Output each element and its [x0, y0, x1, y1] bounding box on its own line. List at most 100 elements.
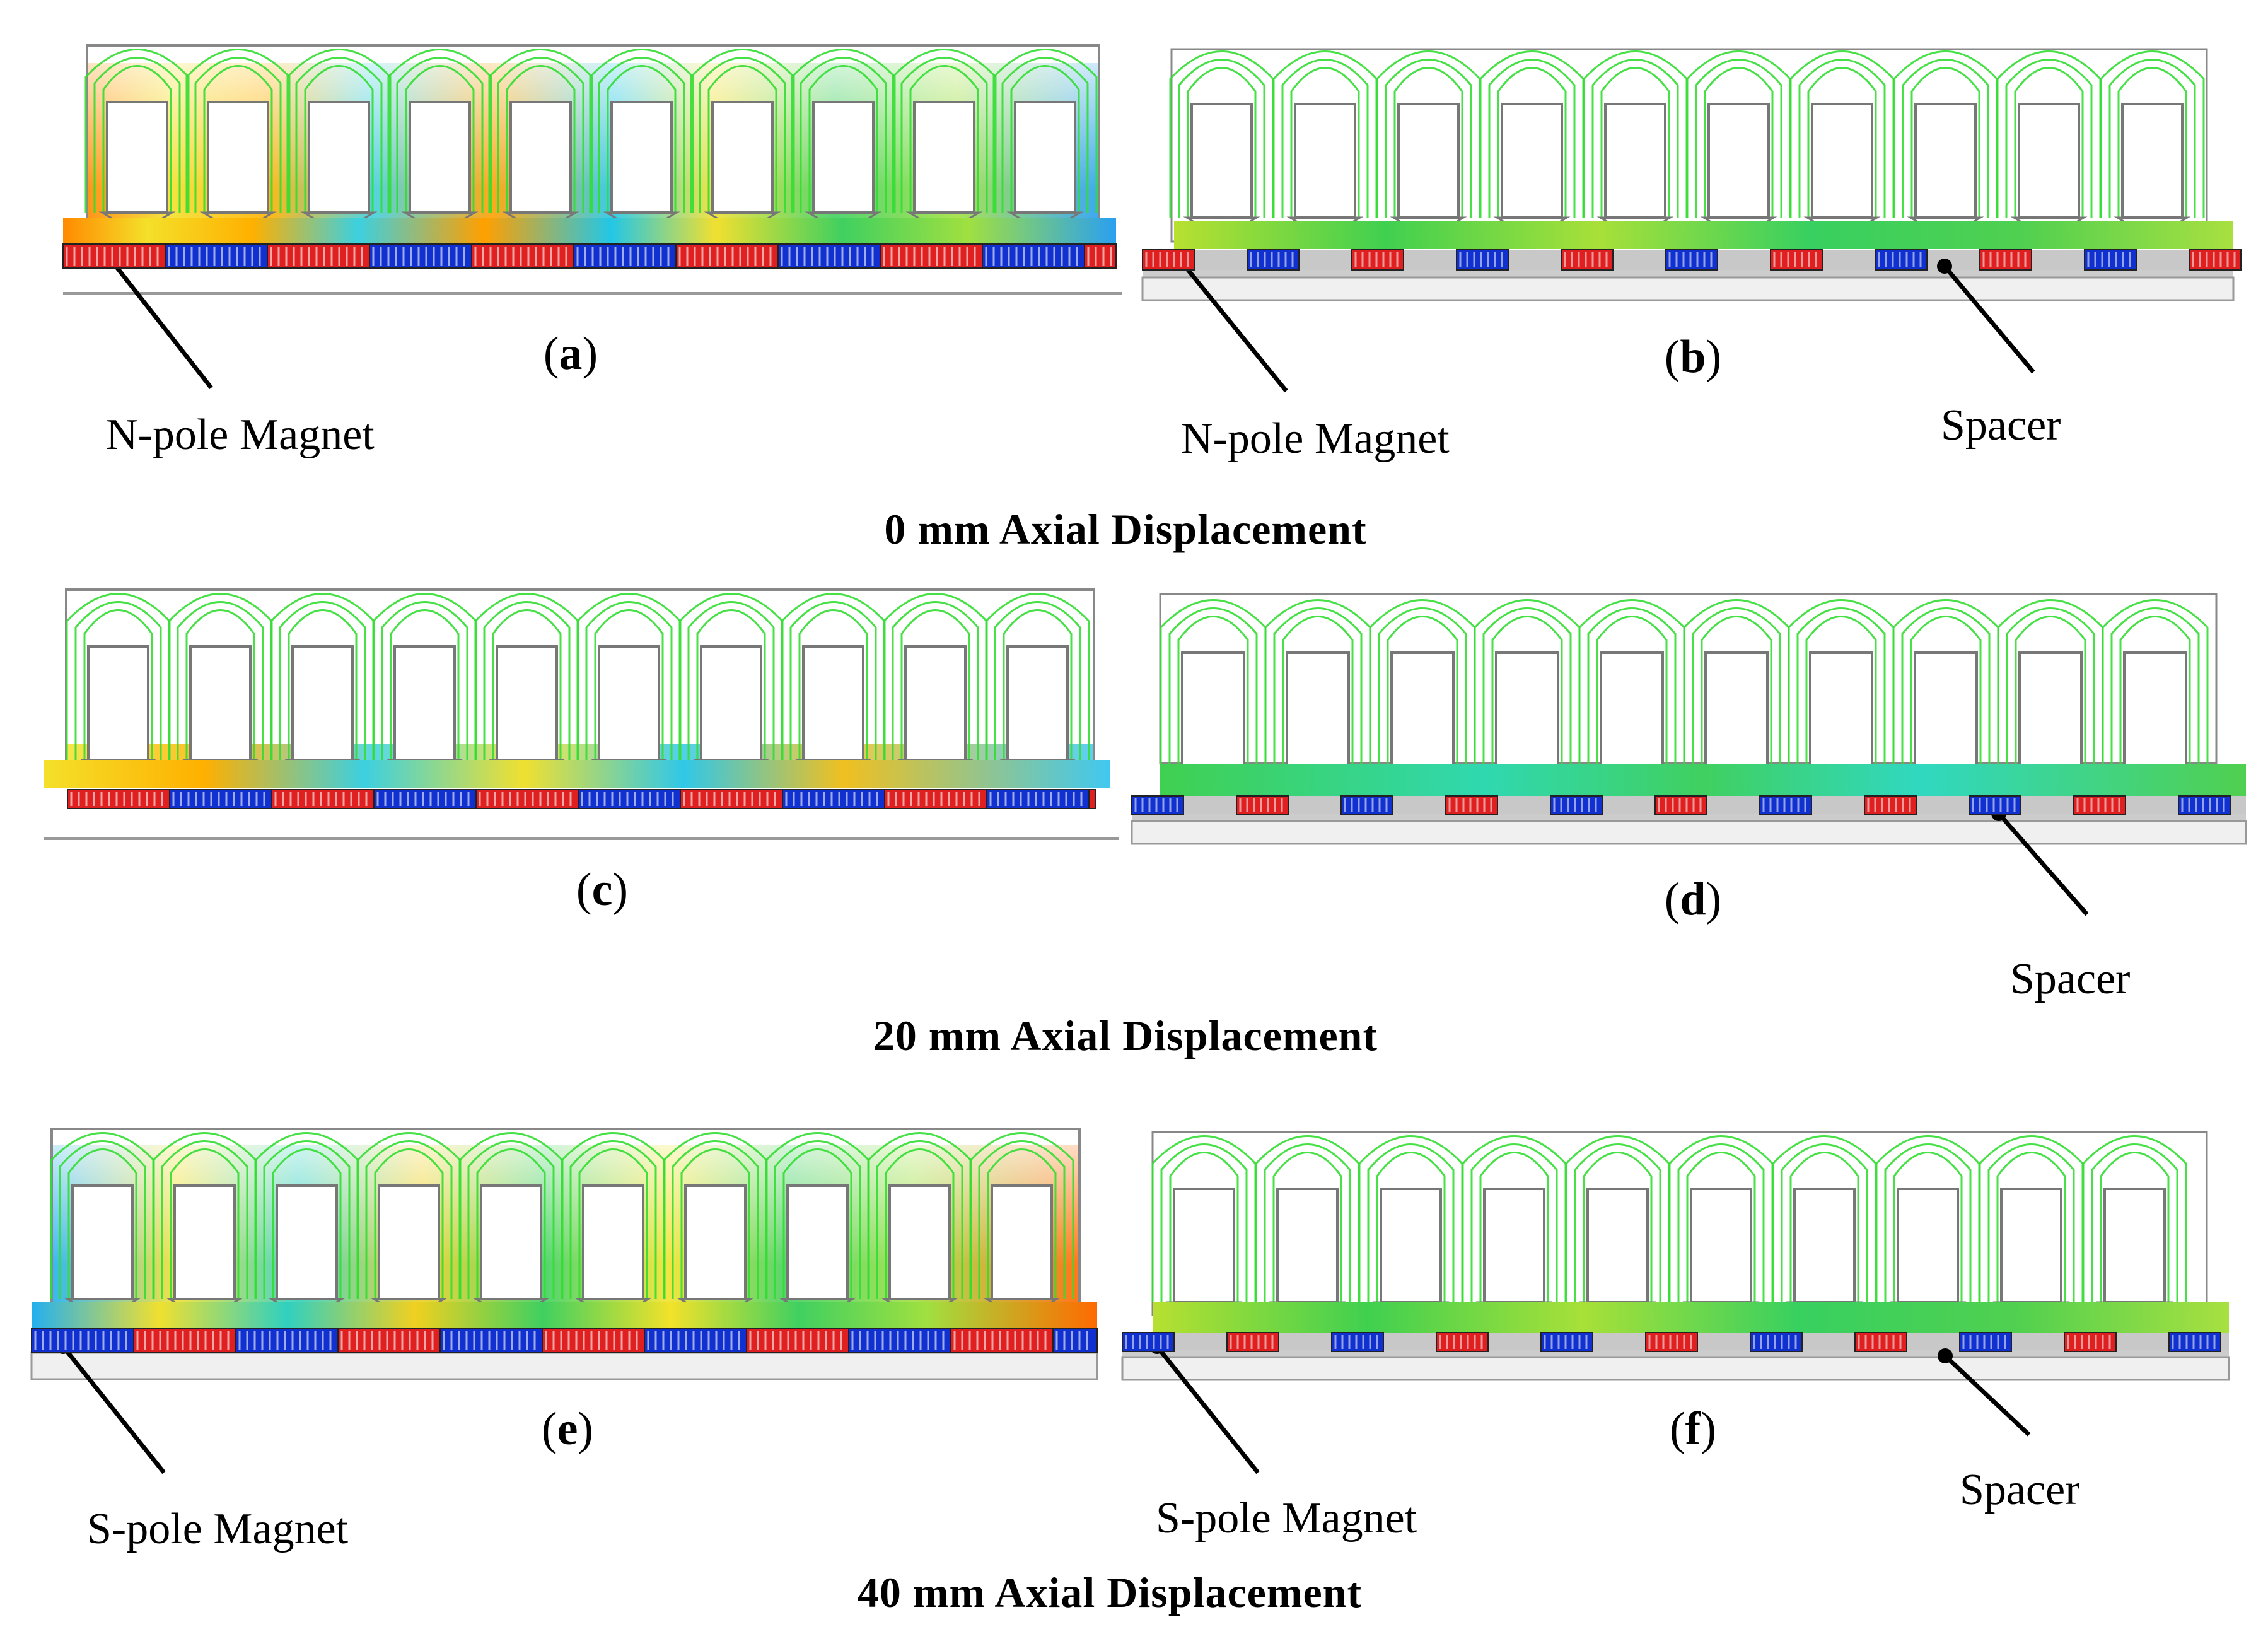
flux-line	[1178, 59, 1265, 218]
callout-label: S-pole Magnet	[1156, 1494, 1417, 1543]
flux-line	[2110, 607, 2200, 766]
magnet-block	[644, 1328, 747, 1353]
flux-line	[1491, 616, 1563, 766]
stator-slot	[2123, 651, 2187, 767]
stator-slot	[308, 101, 370, 214]
flux-line	[707, 65, 777, 213]
callout-label: N-pole Magnet	[1181, 414, 1450, 463]
magnet-block	[1854, 1332, 1907, 1352]
flux-line	[1367, 1143, 1455, 1302]
flux-line	[1683, 599, 1790, 766]
flux-line	[263, 1140, 351, 1299]
flux-line	[561, 1132, 666, 1299]
flux-line	[663, 1132, 768, 1299]
magnet-block	[2168, 1332, 2221, 1352]
magnet-block	[1645, 1332, 1698, 1352]
flux-line	[1001, 57, 1089, 213]
yoke-bar	[44, 760, 1110, 788]
stator-slot	[1286, 651, 1350, 767]
flux-line	[1596, 616, 1668, 766]
stator-slots	[50, 1132, 1074, 1314]
stator-slot	[1173, 1188, 1235, 1304]
stator-slot	[1014, 101, 1076, 214]
flux-line	[1479, 1152, 1549, 1302]
flux-line	[405, 65, 475, 213]
flux-line	[1488, 59, 1576, 218]
magnet-block	[578, 789, 681, 809]
flux-line	[1875, 1135, 1980, 1302]
panel-label-b: (b)	[1665, 331, 1721, 383]
magnet-block	[1750, 1332, 1803, 1352]
flux-line	[576, 593, 682, 760]
magnet-block	[1131, 795, 1184, 815]
stator-slot	[409, 101, 471, 214]
flux-line	[883, 593, 988, 760]
flux-line	[892, 49, 997, 213]
flux-line	[598, 57, 685, 213]
flux-line	[1704, 67, 1774, 218]
flux-line	[1979, 1135, 2084, 1302]
flux-line	[1387, 616, 1458, 766]
flux-line	[387, 49, 492, 213]
flux-line	[2102, 599, 2209, 766]
panel-e: S-pole Magnet (e)	[30, 1128, 1098, 1553]
stator-slot	[610, 101, 673, 214]
flux-line	[1695, 59, 1782, 218]
flux-line	[84, 49, 190, 213]
flux-line	[1997, 599, 2104, 766]
flux-line	[672, 1140, 759, 1299]
callout-label: S-pole Magnet	[87, 1505, 349, 1553]
magnet-block	[1122, 1332, 1175, 1352]
flux-line	[270, 593, 375, 760]
flux-line	[1358, 1135, 1463, 1302]
flux-line	[992, 49, 1098, 213]
flux-line	[2119, 616, 2191, 766]
flux-line	[1798, 59, 1886, 218]
stator-slot	[1897, 1188, 1959, 1304]
flux-line	[1264, 1143, 1351, 1302]
flux-line	[272, 1148, 342, 1299]
magnet-block	[1052, 1328, 1098, 1353]
stator-slot	[802, 645, 864, 761]
flux-line	[699, 57, 786, 213]
stator-slot	[1390, 651, 1455, 767]
flux-line	[2100, 1152, 2170, 1302]
callout-label: Spacer	[2010, 955, 2130, 1003]
stator-slot	[1793, 1188, 1856, 1304]
flux-line	[1470, 1143, 1558, 1302]
magnet-block	[1236, 795, 1289, 815]
flux-line	[1282, 616, 1354, 766]
section-title-2: 40 mm Axial Displacement	[858, 1568, 1362, 1616]
flux-line	[774, 1140, 861, 1299]
magnet-block	[62, 243, 166, 269]
stator-slots	[1151, 1135, 2187, 1317]
stator-slot	[509, 101, 572, 214]
flux-line	[1781, 1143, 1868, 1302]
stator-slot	[393, 645, 456, 761]
flux-line	[696, 609, 766, 760]
stator-slot	[1501, 103, 1563, 219]
flux-line	[1376, 50, 1481, 218]
magnet-block	[1759, 795, 1812, 815]
flux-line	[798, 609, 868, 760]
flux-line	[987, 1148, 1057, 1299]
flux-line	[1497, 67, 1567, 218]
flux-line	[203, 65, 273, 213]
stator-slot	[1397, 103, 1460, 219]
flux-line	[474, 593, 579, 760]
flux-line	[1393, 67, 1463, 218]
flux-line	[687, 601, 775, 760]
flux-line	[808, 65, 878, 213]
flux-line	[50, 1132, 155, 1299]
flux-line	[1996, 50, 2102, 218]
magnet-block	[1456, 249, 1509, 271]
spacer-strip	[1132, 814, 2246, 821]
magnet-block	[1875, 249, 1928, 271]
flux-line	[1578, 599, 1685, 766]
flux-line	[1796, 607, 1886, 766]
stator-slots	[1160, 599, 2209, 781]
stator-slot	[1914, 103, 1977, 219]
magnet-block	[1864, 795, 1917, 815]
flux-line	[1600, 67, 1670, 218]
stator-slot	[1586, 1188, 1649, 1304]
